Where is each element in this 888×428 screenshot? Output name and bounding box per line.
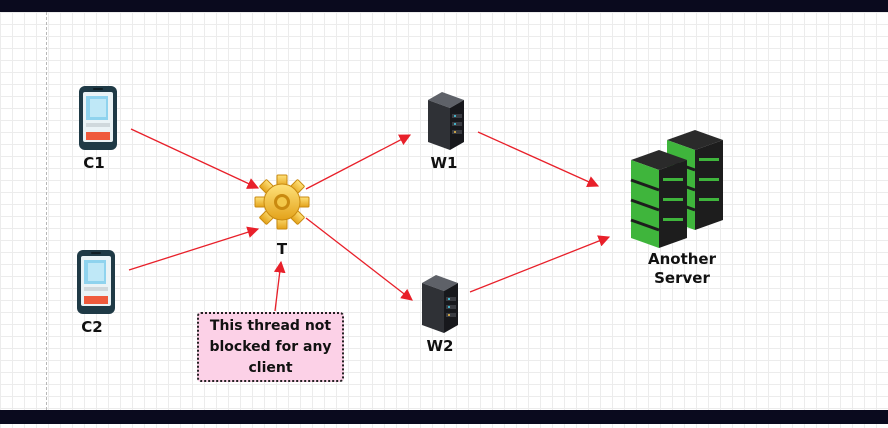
server-icon: [428, 92, 464, 150]
bottom-frame-bar: [0, 410, 888, 424]
node-label-c2: C2: [81, 318, 103, 336]
arrow-t-to-w1: [305, 134, 412, 190]
top-frame-bar: [0, 0, 888, 12]
server-rack-icon: [630, 130, 723, 248]
arrow-c2-to-t: [128, 226, 260, 271]
arrow-note-to-t: [273, 260, 286, 312]
server-label-line2: Server: [654, 269, 710, 287]
arrow-c1-to-t: [130, 128, 260, 189]
server-label-line1: Another: [647, 250, 716, 268]
node-label-another-server: Another Server: [630, 250, 734, 288]
gear-icon: [254, 174, 310, 230]
arrows: [128, 128, 611, 312]
server-icon: [422, 275, 458, 333]
arrow-t-to-w2: [305, 217, 413, 301]
phone-icon: [79, 86, 117, 150]
page-margin-guide: [46, 12, 47, 410]
arrow-w1-to-server: [477, 131, 600, 188]
phone-icon: [77, 250, 115, 314]
node-label-w2: W2: [426, 337, 454, 355]
node-label-t: T: [276, 240, 288, 258]
arrow-w2-to-server: [469, 235, 611, 293]
node-label-w1: W1: [430, 154, 458, 172]
note-callout: This thread not blocked for any client: [197, 312, 344, 382]
node-label-c1: C1: [83, 154, 105, 172]
